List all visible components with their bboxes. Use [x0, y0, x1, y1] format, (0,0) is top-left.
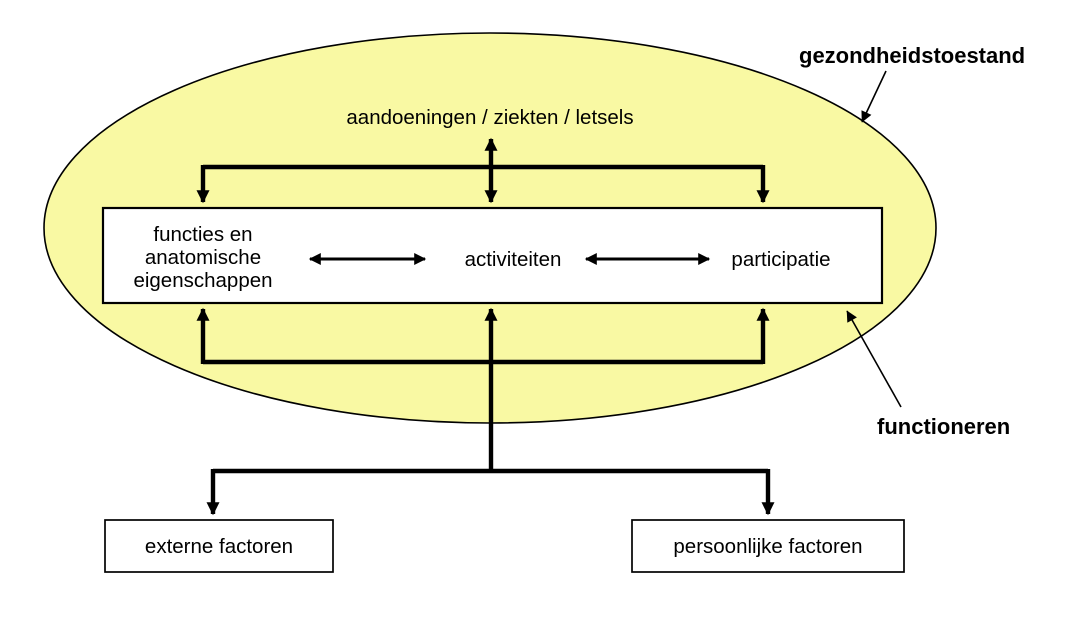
functioning-bar [101, 206, 884, 305]
functions-label-line2: anatomische [145, 246, 261, 269]
personal-factors-box [631, 519, 905, 573]
participation-label: participatie [731, 248, 830, 271]
personal-factors-label: persoonlijke factoren [673, 535, 862, 558]
functioning-pointer-arrow [846, 310, 902, 408]
health-state-annotation-label: gezondheidstoestand [799, 43, 1025, 68]
functions-label-line3: eigenschappen [133, 269, 272, 292]
disorders-label: aandoeningen / ziekten / letsels [346, 106, 633, 129]
health-state-pointer-arrow [861, 70, 887, 123]
external-factors-box [104, 519, 334, 573]
activities-label: activiteiten [465, 248, 562, 271]
external-factors-label: externe factoren [145, 535, 293, 558]
functions-label-line1: functies en [153, 223, 252, 246]
functioning-annotation-label: functioneren [877, 414, 1010, 439]
